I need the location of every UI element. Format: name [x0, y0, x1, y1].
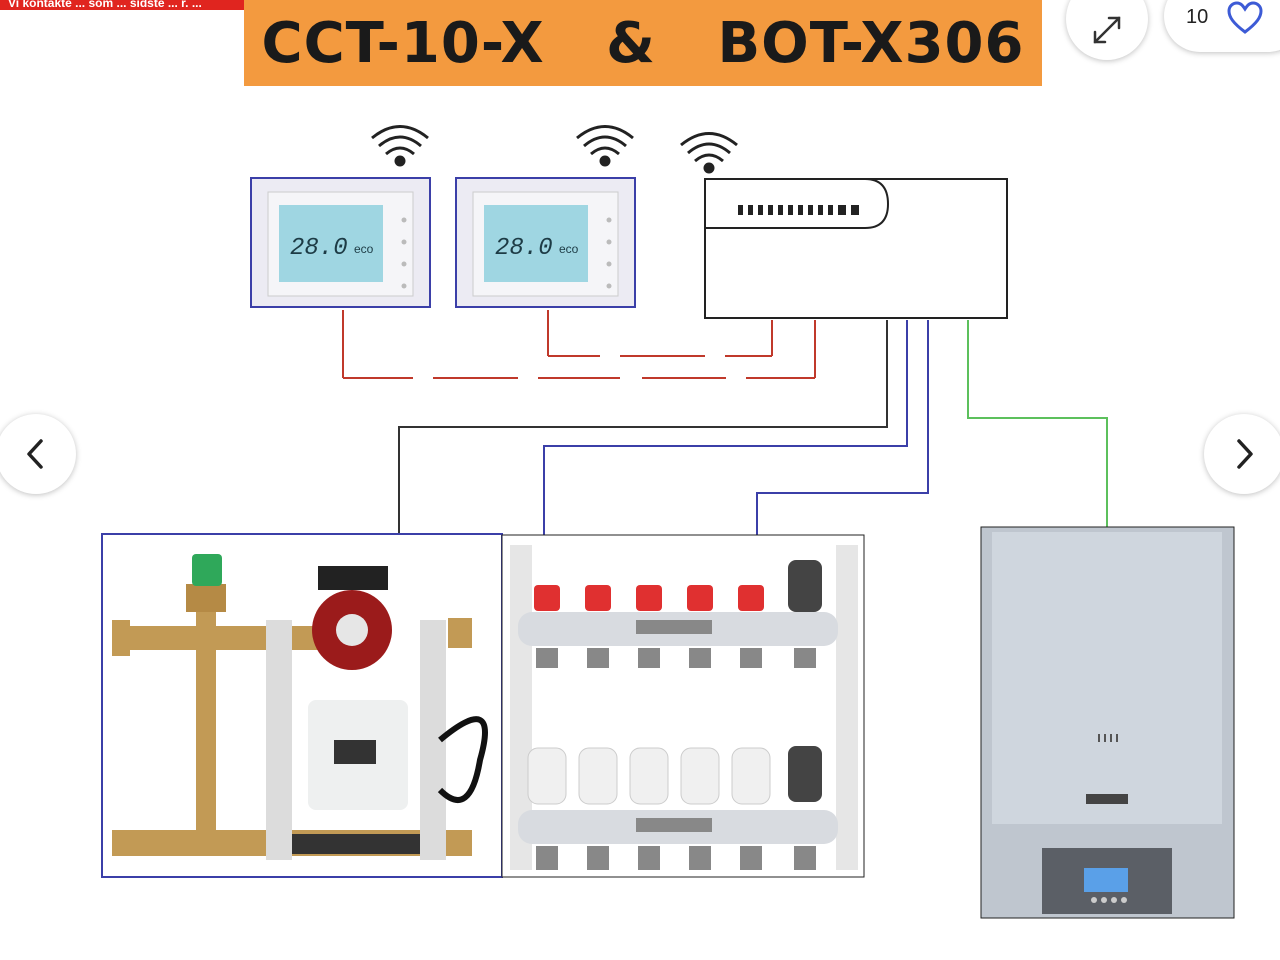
thermostat-2: 28.0 eco	[455, 177, 636, 308]
chevron-right-icon	[1237, 439, 1253, 469]
banner-title: CCT-10-X & BOT-X306	[261, 10, 1025, 76]
wifi-icon	[576, 125, 634, 167]
thermostat-temp: 28.0	[290, 235, 348, 262]
wifi-icon	[371, 125, 429, 167]
pump-mixing-group	[101, 533, 503, 878]
title-banner: CCT-10-X & BOT-X306	[244, 0, 1042, 86]
next-image-button[interactable]	[1204, 414, 1280, 494]
boiler	[980, 526, 1235, 919]
favorite-count: 10	[1186, 6, 1209, 28]
thermostat-temp: 28.0	[495, 235, 553, 262]
heart-icon[interactable]	[1227, 1, 1263, 35]
ribbon-text: Vi kontakte ... som ... sidste ... r. ..…	[8, 0, 202, 10]
svg-text:eco: eco	[354, 242, 374, 256]
expand-icon	[1093, 16, 1121, 44]
wiring-controller	[704, 178, 1008, 319]
red-wire	[342, 310, 816, 379]
thermostat-1: 28.0 eco	[250, 177, 431, 308]
red-ribbon: Vi kontakte ... som ... sidste ... r. ..…	[0, 0, 468, 10]
green-wire	[967, 320, 1108, 527]
floor-heating-manifold	[501, 534, 865, 878]
wifi-icon	[680, 132, 738, 174]
previous-image-button[interactable]	[0, 414, 76, 494]
svg-text:eco: eco	[559, 242, 579, 256]
chevron-left-icon	[27, 439, 43, 469]
